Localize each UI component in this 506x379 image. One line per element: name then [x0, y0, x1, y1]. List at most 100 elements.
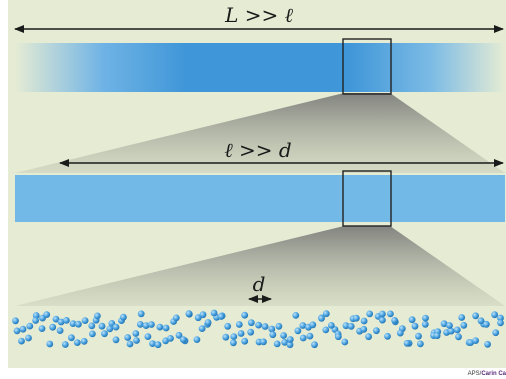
particle [126, 340, 134, 348]
particle [247, 319, 255, 327]
particle [61, 341, 69, 348]
particle [210, 309, 218, 317]
particle [89, 330, 96, 338]
particle [497, 314, 504, 322]
particle [154, 341, 162, 349]
particle [142, 322, 150, 329]
particle [417, 340, 424, 348]
particle [360, 325, 368, 333]
magnification-cone-bottom [15, 226, 505, 306]
particle [421, 320, 429, 328]
particle [275, 322, 283, 330]
particle [235, 321, 243, 328]
particle [46, 340, 54, 348]
particle [472, 312, 479, 320]
credit-author: Carin Ca [481, 371, 506, 377]
particle [136, 321, 144, 328]
particle [172, 314, 180, 322]
particle [13, 327, 21, 335]
particle [373, 327, 380, 335]
particle [224, 322, 232, 330]
particle [440, 320, 448, 328]
particle [112, 323, 120, 331]
particle-layer [12, 309, 504, 349]
particle [124, 334, 132, 341]
particle [255, 321, 262, 329]
mesoscopic-band [15, 175, 505, 222]
particle [222, 333, 230, 341]
particle [43, 311, 51, 318]
particle [422, 314, 429, 322]
particle [379, 316, 386, 324]
particle [360, 317, 368, 325]
particle [460, 321, 468, 329]
particle [32, 317, 39, 324]
particle [384, 332, 391, 340]
particle [148, 321, 155, 328]
particle [193, 336, 201, 343]
particle [132, 330, 140, 337]
particle [162, 324, 170, 332]
particle [472, 337, 479, 344]
particle [311, 341, 318, 349]
particle [167, 335, 174, 342]
particle [260, 338, 267, 346]
zoom-box-top [342, 38, 392, 95]
particle [492, 329, 500, 337]
label-L-much-greater-ell: L >> ℓ [224, 3, 294, 27]
particle [292, 312, 300, 319]
particle [237, 330, 245, 337]
particle [286, 336, 294, 343]
particle [306, 332, 314, 340]
particle [342, 322, 350, 330]
particle [49, 323, 57, 331]
particle [453, 326, 461, 334]
particle [366, 310, 374, 318]
particle [75, 320, 82, 328]
credit-source: APS/ [467, 371, 482, 377]
particle [198, 325, 206, 332]
particle [69, 320, 77, 327]
particle [217, 313, 225, 320]
particle [455, 333, 462, 341]
particle [149, 340, 156, 347]
particle [484, 340, 491, 348]
label-particle-size-d: d [253, 272, 266, 296]
particle [56, 327, 64, 334]
particle [230, 333, 238, 340]
particle [347, 322, 355, 330]
particle [396, 329, 404, 337]
particle [68, 334, 75, 342]
particle [81, 317, 89, 324]
particle [322, 310, 330, 318]
particle [133, 337, 140, 344]
particle [327, 322, 335, 329]
particle [261, 323, 269, 330]
particle [19, 325, 27, 333]
particle [403, 339, 411, 347]
particle [25, 334, 32, 342]
particle [352, 314, 360, 322]
particle [156, 323, 164, 331]
particle [446, 322, 453, 329]
particle [247, 328, 255, 336]
particle [52, 315, 60, 323]
particle [32, 312, 40, 319]
particle [322, 326, 330, 334]
particle [38, 325, 46, 332]
particle [26, 322, 34, 330]
particle [447, 327, 455, 335]
particle [341, 338, 349, 346]
particle [175, 331, 183, 339]
particle [273, 340, 281, 348]
particle [411, 322, 419, 330]
image-credit: APS/Carin Ca [468, 371, 506, 377]
particle [299, 322, 307, 329]
particle [112, 336, 120, 344]
particle [433, 332, 441, 340]
particle [334, 333, 342, 341]
particle [483, 320, 490, 328]
particle [391, 317, 398, 324]
particle [80, 337, 88, 345]
